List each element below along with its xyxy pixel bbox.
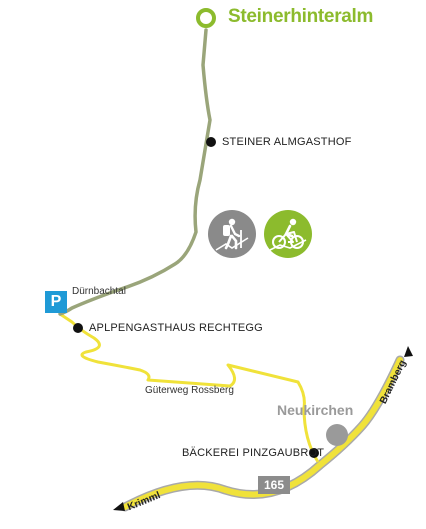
cycling-icon (264, 210, 312, 258)
town-marker (326, 424, 348, 446)
parking-icon: P (45, 291, 67, 313)
poi-label-alpengasthaus: APLPENGASTHAUS RECHTEGG (89, 322, 263, 334)
access-road (59, 312, 320, 463)
poi-marker-steiner-almgasthof (206, 137, 216, 147)
arrow-left-icon (113, 502, 125, 511)
parking-label: Dürnbachtal (72, 286, 126, 297)
hiking-trail (58, 28, 212, 316)
road-label: Güterweg Rossberg (145, 385, 234, 396)
poi-label-baeckerei: BÄCKEREI PINZGAUBROT (182, 447, 325, 459)
arrow-right-icon (404, 346, 413, 357)
town-label: Neukirchen (277, 402, 354, 418)
main-road (122, 357, 403, 510)
destination-marker (196, 8, 216, 28)
hiking-icon (208, 210, 256, 258)
destination-title: Steinerhinteralm (228, 6, 374, 27)
road-number-badge: 165 (258, 476, 290, 494)
poi-marker-alpengasthaus (73, 323, 83, 333)
poi-label-steiner-almgasthof: STEINER ALMGASTHOF (222, 136, 352, 148)
poi-marker-baeckerei (309, 448, 319, 458)
